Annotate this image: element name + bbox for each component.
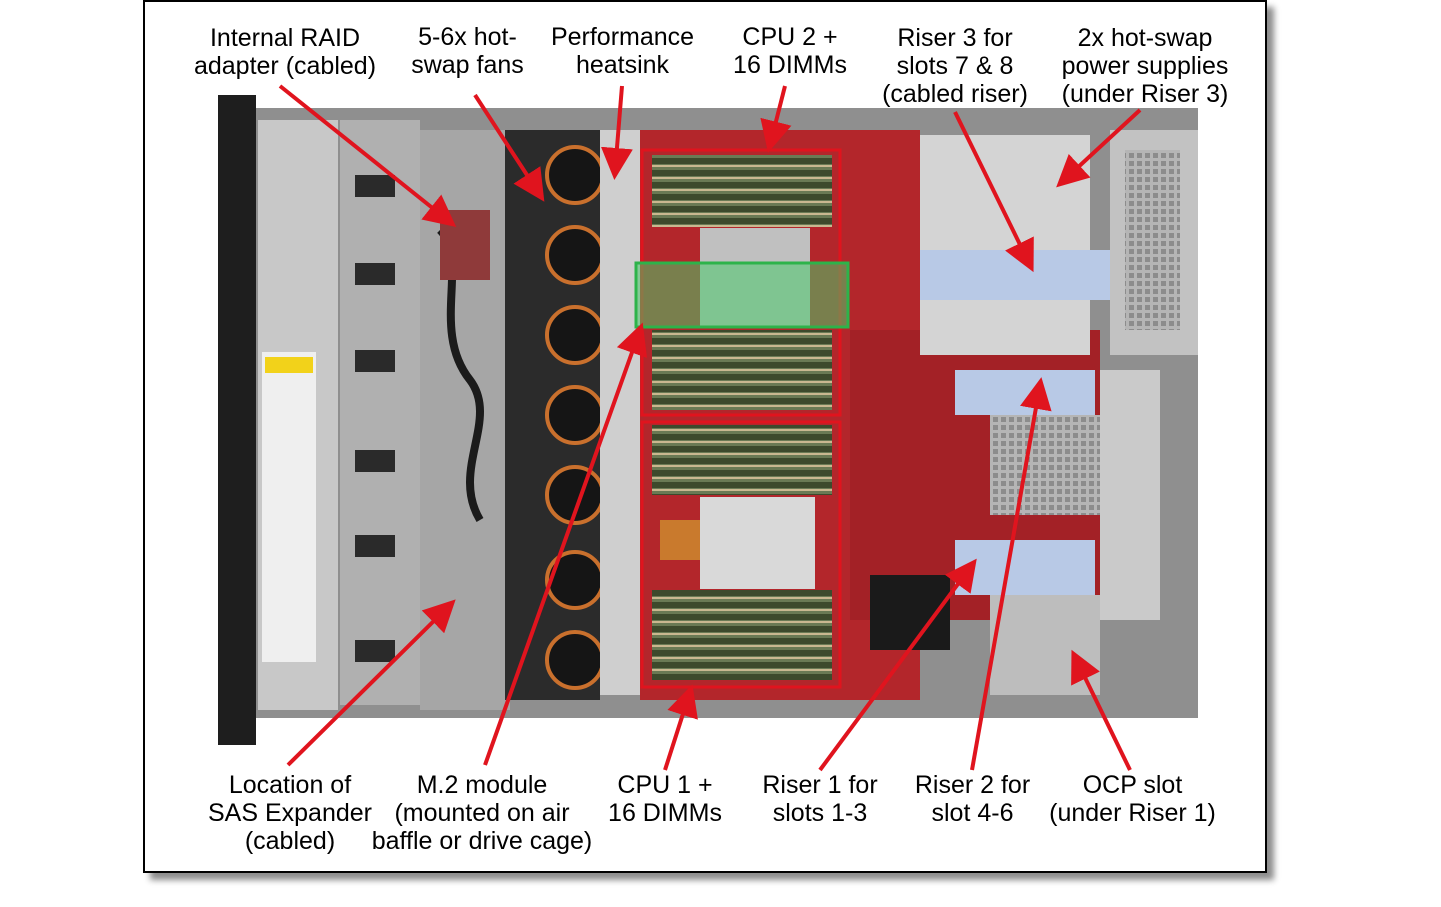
label-line: Riser 3 for <box>897 24 1013 52</box>
fan-4 <box>545 385 605 445</box>
riser2-vents <box>990 415 1100 515</box>
label-line: (mounted on air <box>394 799 570 827</box>
performance-heatsink-highlight <box>634 261 850 329</box>
arrow-riser2 <box>970 377 1052 771</box>
label-line: Riser 1 for <box>762 771 878 799</box>
heatpipes <box>660 520 700 560</box>
label-line: CPU 1 + <box>617 771 713 799</box>
label-line: M.2 module <box>416 771 548 799</box>
fan-6 <box>545 550 605 610</box>
label-line: 2x hot-swap <box>1077 24 1213 52</box>
label-line: (cabled) <box>244 827 336 855</box>
riser3-cage <box>920 250 1110 300</box>
riser2-cage <box>955 370 1095 415</box>
fan-2 <box>545 225 605 285</box>
power-supply-bay <box>920 135 1090 355</box>
arrow-riser3 <box>953 111 1034 273</box>
cpu2-dimms-lower <box>652 330 832 410</box>
arrow-raid <box>278 84 457 227</box>
label-line: (cabled riser) <box>882 80 1028 108</box>
label-line: Internal RAID <box>209 24 361 52</box>
label-heatsink: Performance heatsink <box>540 23 705 79</box>
label-line: Riser 2 for <box>914 771 1031 799</box>
arrow-heatsink <box>600 85 633 180</box>
fan-3 <box>545 305 605 365</box>
label-line: (under Riser 3) <box>1061 80 1229 108</box>
label-line: adapter (cabled) <box>193 52 377 80</box>
label-line: CPU 2 + <box>742 23 838 51</box>
label-riser3: Riser 3 for slots 7 & 8 (cabled riser) <box>870 24 1040 108</box>
arrow-fans <box>473 93 545 202</box>
label-line: SAS Expander <box>208 799 372 827</box>
callout-arrows <box>278 84 1142 772</box>
label-line: swap fans <box>411 51 524 79</box>
label-line: 16 DIMMs <box>733 51 847 79</box>
air-baffle <box>600 130 640 695</box>
label-ocp-slot: OCP slot (under Riser 1) <box>1040 771 1225 827</box>
riser-bracket-right <box>1100 370 1160 620</box>
drive-cage <box>340 120 420 705</box>
arrow-m2 <box>483 322 648 766</box>
label-line: (under Riser 1) <box>1049 799 1216 827</box>
label-sas-expander: Location of SAS Expander (cabled) <box>195 771 385 855</box>
label-internal-raid: Internal RAID adapter (cabled) <box>185 24 385 80</box>
label-line: slot 4-6 <box>931 799 1014 827</box>
drive-latches <box>355 175 395 662</box>
label-riser1: Riser 1 for slots 1-3 <box>745 771 895 827</box>
label-line: 16 DIMMs <box>608 799 722 827</box>
front-bezel <box>218 95 256 745</box>
cpu1-highlight-box <box>640 420 842 689</box>
riser3-vents <box>1125 150 1180 330</box>
label-cpu2: CPU 2 + 16 DIMMs <box>710 23 870 79</box>
arrow-sas <box>286 599 456 767</box>
label-line: heatsink <box>575 51 670 79</box>
arrow-psu <box>1056 108 1142 188</box>
arrow-ocp <box>1071 649 1132 771</box>
fan-1 <box>545 145 605 205</box>
label-line: Performance <box>550 23 695 51</box>
cpu2-dimms-upper <box>652 155 832 227</box>
fan-wall <box>505 130 605 700</box>
fan-7 <box>545 630 605 690</box>
service-label <box>262 352 316 662</box>
arrow-riser1 <box>818 558 977 772</box>
arrow-cpu2 <box>760 85 792 153</box>
cpu1-dimms-lower <box>652 590 832 680</box>
label-power-supplies: 2x hot-swap power supplies (under Riser … <box>1050 24 1240 108</box>
ocp-slot-area <box>990 595 1100 695</box>
label-line: baffle or drive cage) <box>371 827 593 855</box>
arrow-cpu1 <box>663 684 698 771</box>
label-m2-module: M.2 module (mounted on air baffle or dri… <box>362 771 602 855</box>
label-line: OCP slot <box>1082 771 1183 799</box>
label-line: 5-6x hot- <box>418 23 517 51</box>
label-riser2: Riser 2 for slot 4-6 <box>900 771 1045 827</box>
label-line: slots 7 & 8 <box>896 52 1014 80</box>
cpu1-heatsink <box>700 497 815 589</box>
riser1-cage <box>955 540 1095 595</box>
label-fans: 5-6x hot- swap fans <box>395 23 540 79</box>
label-line: Location of <box>228 771 352 799</box>
label-line: slots 1-3 <box>772 799 868 827</box>
label-line: power supplies <box>1061 52 1229 80</box>
label-cpu1: CPU 1 + 16 DIMMs <box>590 771 740 827</box>
cpu1-dimms-upper <box>652 425 832 495</box>
